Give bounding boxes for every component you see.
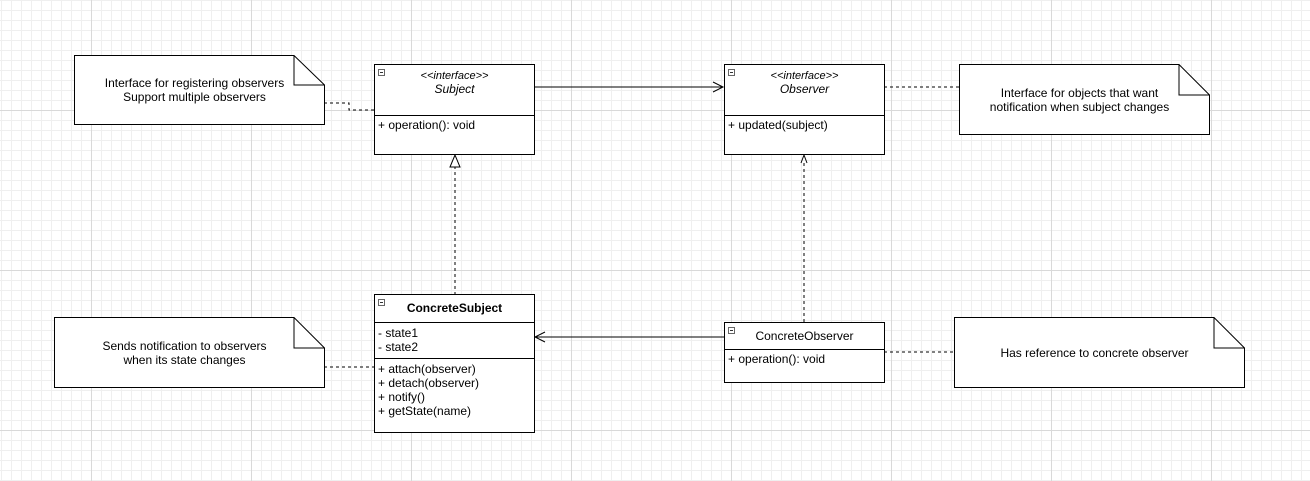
- subject-interface-box[interactable]: <<interface>> Subject + operation(): voi…: [374, 64, 535, 155]
- class-name: Observer: [779, 82, 830, 96]
- note-line: Interface for objects that want: [1000, 85, 1159, 100]
- concrete-observer-class-box[interactable]: ConcreteObserver + operation(): void: [724, 322, 885, 383]
- class-name: ConcreteSubject: [406, 301, 503, 315]
- operation-item: + updated(subject): [728, 118, 828, 132]
- class-header: <<interface>> Observer: [725, 65, 884, 116]
- collapse-toggle-icon[interactable]: [728, 327, 735, 334]
- attributes-section: - state1 - state2: [375, 323, 534, 359]
- class-header: <<interface>> Subject: [375, 65, 534, 116]
- collapse-toggle-icon[interactable]: [728, 69, 735, 76]
- association-arrowhead: [712, 81, 725, 93]
- note-shape: [954, 317, 1245, 388]
- attribute-item: - state2: [378, 340, 419, 354]
- observer-note[interactable]: Interface for objects that want notifica…: [959, 64, 1210, 135]
- note-line: notification when subject changes: [989, 99, 1170, 114]
- subject-note-connector: [324, 102, 375, 111]
- operation-item: + detach(observer): [378, 376, 480, 390]
- note-shape: [959, 64, 1210, 135]
- operation-item: + notify(): [378, 390, 426, 404]
- operations-section: + operation(): void: [375, 116, 534, 134]
- observer-interface-box[interactable]: <<interface>> Observer + updated(subject…: [724, 64, 885, 155]
- class-header: ConcreteSubject: [375, 295, 534, 323]
- operations-section: + operation(): void: [725, 350, 884, 368]
- concrete-subject-note[interactable]: Sends notification to observers when its…: [54, 317, 325, 388]
- operations-section: + updated(subject): [725, 116, 884, 134]
- operation-item: + getState(name): [378, 404, 472, 418]
- note-line: Interface for registering observers: [104, 76, 285, 90]
- subject-note[interactable]: Interface for registering observers Supp…: [74, 55, 325, 125]
- class-header: ConcreteObserver: [725, 323, 884, 350]
- attribute-item: - state1: [378, 326, 419, 340]
- note-shape: [54, 317, 325, 388]
- stereotype-label: <<interface>>: [420, 70, 489, 82]
- note-line: Sends notification to observers: [102, 338, 267, 353]
- operation-item: + operation(): void: [378, 118, 476, 132]
- note-shape: [74, 55, 325, 125]
- collapse-toggle-icon[interactable]: [378, 69, 385, 76]
- realization-open-arrowhead: [800, 153, 808, 164]
- note-line: Support multiple observers: [123, 90, 266, 104]
- operation-item: + operation(): void: [728, 352, 826, 366]
- collapse-toggle-icon[interactable]: [378, 299, 385, 306]
- note-line: when its state changes: [123, 352, 246, 367]
- note-line: Has reference to concrete observer: [1000, 345, 1189, 360]
- realization-arrowhead: [449, 153, 461, 168]
- class-name: ConcreteObserver: [755, 329, 854, 343]
- concrete-observer-note[interactable]: Has reference to concrete observer: [954, 317, 1245, 388]
- operation-item: + attach(observer): [378, 362, 476, 376]
- operations-section: + attach(observer) + detach(observer) + …: [375, 359, 534, 420]
- class-name: Subject: [434, 82, 475, 96]
- stereotype-label: <<interface>>: [770, 70, 839, 82]
- concrete-subject-class-box[interactable]: ConcreteSubject - state1 - state2 + atta…: [374, 294, 535, 433]
- association-arrowhead-left: [533, 331, 546, 343]
